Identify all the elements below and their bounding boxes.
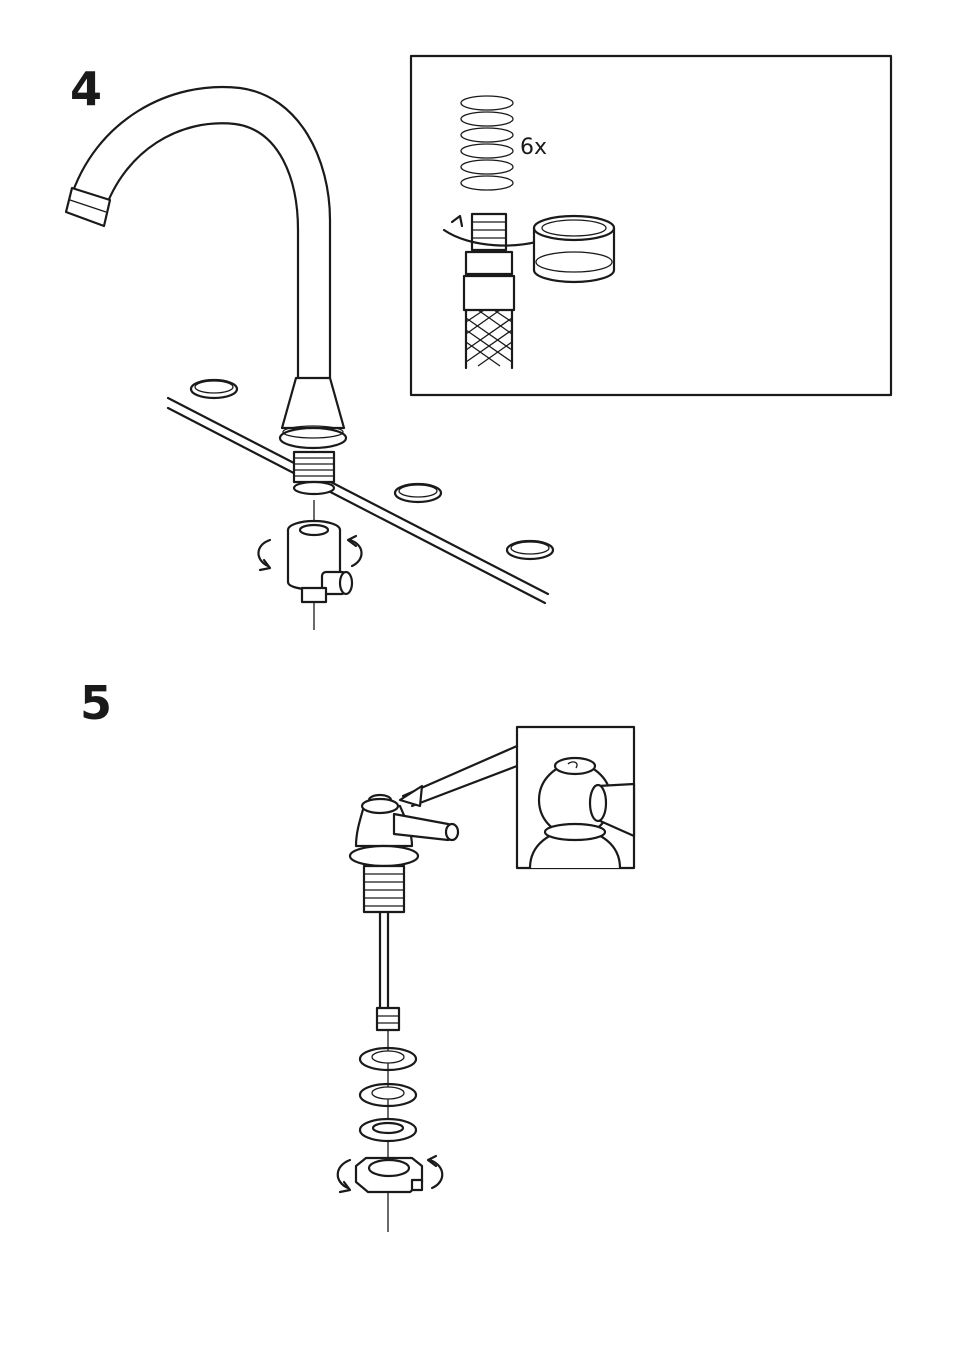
washer-icon: [360, 1048, 416, 1141]
lock-nut-icon: [356, 1158, 422, 1192]
zoom-callout-icon: [400, 727, 634, 868]
turns-count-label: 6x: [520, 135, 547, 160]
detail-box: 6x: [411, 56, 891, 395]
sink-deck-icon: [168, 380, 553, 603]
rotate-arrow-icon: [461, 96, 513, 190]
connector-icon: [288, 500, 352, 630]
hose-icon: [444, 214, 548, 368]
thread-tape-icon: [534, 216, 614, 282]
faucet-spout-icon: [66, 87, 346, 494]
